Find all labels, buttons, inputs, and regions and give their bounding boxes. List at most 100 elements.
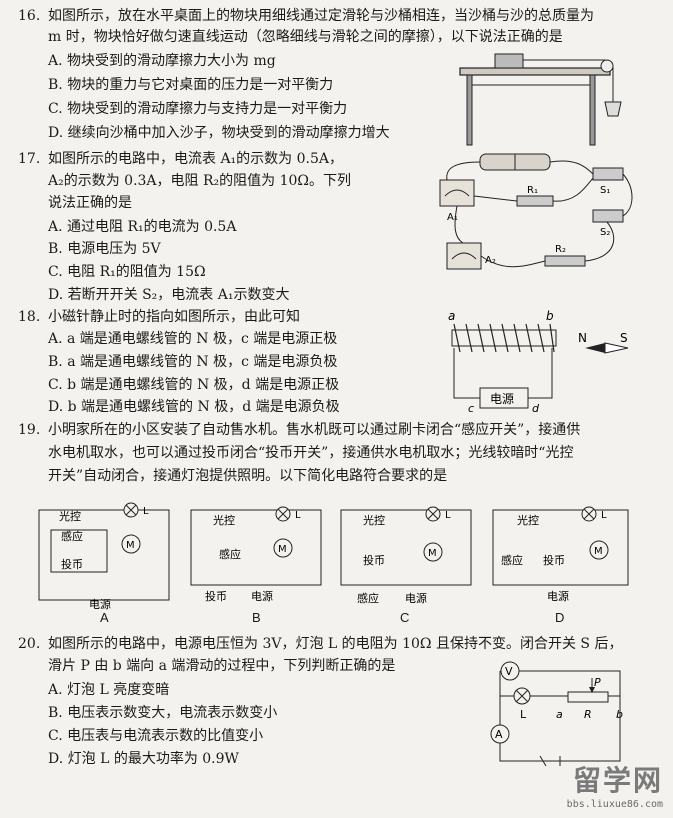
svg-text:M: M <box>428 548 437 559</box>
q18-option-d: D. b 端是通电螺线管的 N 极，d 端是电源负极 <box>48 399 340 415</box>
ammeter-a1 <box>439 179 475 207</box>
q19-circuit-d: 光控 L 感应 投币 M 电源 <box>492 506 629 603</box>
svg-text:感应: 感应 <box>357 591 379 605</box>
svg-text:电源: 电源 <box>405 591 427 605</box>
motor-icon <box>121 534 141 554</box>
label-d: d <box>532 402 540 415</box>
svg-text:电源: 电源 <box>251 589 273 603</box>
compass-needle-s <box>604 342 629 354</box>
q17-number: 17. <box>18 151 41 167</box>
q20-option-b: B. 电压表示数变大，电流表示数变小 <box>48 705 278 721</box>
q18-option-c: C. b 端是通电螺线管的 N 极，d 端是电源正极 <box>48 377 340 393</box>
q16-table-pulley-figure <box>459 53 622 146</box>
svg-text:L: L <box>295 510 301 521</box>
label-source: 电源 <box>490 392 514 406</box>
rheostat-r <box>567 691 609 703</box>
svg-text:投币: 投币 <box>205 589 227 603</box>
svg-text:电源: 电源 <box>547 589 569 603</box>
label-b: b <box>546 309 554 323</box>
q17-circuit-figure: A₁ R₁ S₁ S₂ A₂ R₂ <box>439 153 633 270</box>
q19-circuit-a: 光控 L 感应 投币 M 电源 <box>38 502 170 610</box>
motor-icon <box>589 540 609 560</box>
q20-number: 20. <box>18 636 41 652</box>
q17-stem-line2: A₂的示数为 0.3A，电阻 R₂的阻值为 10Ω。下列 <box>48 173 352 189</box>
q17-option-d: D. 若断开开关 S₂，电流表 A₁示数变大 <box>48 287 290 303</box>
q16-option-b: B. 物块的重力与它对桌面的压力是一对平衡力 <box>48 77 334 93</box>
label-a1: A₁ <box>447 212 458 223</box>
svg-text:感应: 感应 <box>219 547 241 561</box>
q17-stem-line3: 说法正确的是 <box>48 195 132 211</box>
svg-text:光控: 光控 <box>517 513 539 527</box>
watermark-url: bbs.liuxue86.com <box>566 799 663 810</box>
q19-choice-d: D <box>555 610 565 625</box>
q19-stem-line3: 开关”自动闭合，接通灯泡提供照明。以下简化电路符合要求的是 <box>48 468 448 484</box>
solenoid-coil <box>453 323 555 353</box>
q20-option-c: C. 电压表与电流表示数的比值变小 <box>48 728 264 744</box>
label-a: a <box>448 309 455 323</box>
svg-text:L: L <box>601 510 607 521</box>
ammeter-icon <box>490 724 510 744</box>
block <box>494 53 524 69</box>
svg-text:光控: 光控 <box>363 513 385 527</box>
q16-option-c: C. 物块受到的滑动摩擦力与支持力是一对平衡力 <box>48 101 348 117</box>
label-n: N <box>578 331 587 345</box>
q19-circuit-c: 光控 L 投币 M 感应 电源 <box>340 506 472 605</box>
svg-text:M: M <box>594 546 603 557</box>
q17-option-c: C. 电阻 R₁的阻值为 15Ω <box>48 264 206 280</box>
q17-option-a: A. 通过电阻 R₁的电流为 0.5A <box>48 219 237 235</box>
q18-option-b: B. a 端是通电螺线管的 N 极，c 端是电源负极 <box>48 354 338 370</box>
q16-number: 16. <box>18 8 41 24</box>
power-source <box>479 387 529 409</box>
voltmeter-icon <box>500 661 520 681</box>
compass-needle-n <box>585 343 605 353</box>
q20-option-d: D. 灯泡 L 的最大功率为 0.9W <box>48 751 239 767</box>
label-c: c <box>468 402 474 415</box>
q18-option-a: A. a 端是通电螺线管的 N 极，c 端是电源正极 <box>48 331 338 347</box>
label-light-switch: 光控 <box>59 509 81 523</box>
watermark-logo: 留学网 <box>572 764 663 797</box>
q17-stem-line1: 17.如图所示的电路中，电流表 A₁的示数为 0.5A， <box>18 151 343 167</box>
label-s2: S₂ <box>600 227 610 238</box>
q20-stem-line1: 20.如图所示的电路中，电源电压恒为 3V，灯泡 L 的电阻为 10Ω 且保持不… <box>18 636 623 652</box>
resistor-r2 <box>544 255 586 267</box>
svg-text:投币: 投币 <box>543 553 565 567</box>
svg-text:感应: 感应 <box>501 553 523 567</box>
label-r1: R₁ <box>527 185 538 196</box>
q19-number: 19. <box>18 422 41 438</box>
svg-text:M: M <box>126 540 135 551</box>
svg-text:V: V <box>505 665 513 678</box>
label-r2: R₂ <box>555 244 566 255</box>
q19-choice-c: C <box>400 610 410 625</box>
svg-text:R: R <box>584 708 592 721</box>
q16-option-a: A. 物块受到的滑动摩擦力大小为 mg <box>48 53 276 69</box>
q20-stem-line2: 滑片 P 由 b 端向 a 端滑动的过程中，下列判断正确的是 <box>48 658 396 674</box>
q16-stem-line1: 16.如图所示，放在水平桌面上的物块用细线通过定滑轮与沙桶相连，当沙桶与沙的总质… <box>18 8 594 24</box>
svg-text:b: b <box>616 708 623 721</box>
q19-choice-b: B <box>252 610 261 625</box>
q20-option-a: A. 灯泡 L 亮度变暗 <box>48 682 170 698</box>
solenoid-core <box>451 329 557 347</box>
q17-option-b: B. 电源电压为 5V <box>48 241 161 257</box>
switch-s2 <box>592 209 624 223</box>
label-s1: S₁ <box>600 185 610 196</box>
svg-text:L: L <box>143 506 149 517</box>
svg-text:A: A <box>495 728 503 741</box>
q18-number: 18. <box>18 309 41 325</box>
svg-text:L: L <box>445 510 451 521</box>
pulley <box>600 59 614 73</box>
resistor-r1 <box>516 195 554 207</box>
svg-text:感应: 感应 <box>61 529 83 543</box>
slider-label: P <box>594 676 601 689</box>
svg-text:光控: 光控 <box>213 513 235 527</box>
motor-icon <box>423 542 443 562</box>
q16-stem-line2: m 时，物块恰好做匀速直线运动（忽略细线与滑轮之间的摩擦），以下说法正确的是 <box>48 29 563 45</box>
q18-stem-line1: 18.小磁针静止时的指向如图所示，由此可知 <box>18 309 300 325</box>
switch-s1 <box>592 167 624 181</box>
svg-text:L: L <box>520 708 527 721</box>
svg-text:a: a <box>556 708 563 721</box>
q19-choice-a: A <box>100 610 109 625</box>
svg-text:M: M <box>278 544 287 555</box>
q20-circuit-figure: V L R a b P A <box>490 661 623 767</box>
q18-solenoid-figure: a b 电源 c d N S <box>448 309 629 415</box>
q19-circuit-b: 光控 L 感应 M 投币 电源 <box>190 506 322 603</box>
